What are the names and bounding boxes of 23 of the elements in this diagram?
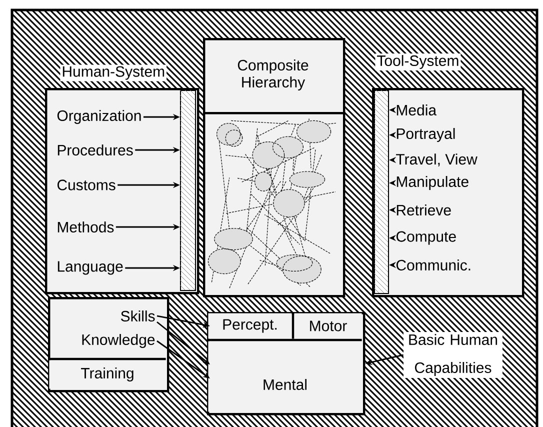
item-label: Knowledge (82, 334, 155, 348)
text-box: Composite Hierarchy (203, 38, 346, 114)
item-label: Compute (396, 231, 456, 245)
item-label: Methods (58, 221, 114, 232)
item-label: Procedures (58, 144, 133, 156)
item-label: Travel, View (396, 154, 478, 166)
item-label: Media (396, 104, 437, 116)
item-label: Skills (120, 310, 155, 322)
item-label: Manipulate (396, 176, 468, 190)
connector-strip (374, 90, 389, 294)
cell-text: Motor (292, 313, 362, 339)
item-label: Language (58, 261, 123, 275)
node-label: Human-System (62, 66, 164, 80)
cell-text: Percept. (208, 313, 292, 339)
cell-text: Training (49, 358, 166, 389)
connector-strip (180, 90, 196, 291)
item-label: Portrayal (396, 128, 455, 142)
item-label: Organization (57, 110, 141, 124)
item-label: Communic. (396, 259, 470, 270)
item-label: Retrieve (396, 204, 451, 216)
node-label: Tool-System (377, 55, 458, 69)
callout-label: Basic Human Capabilities (404, 332, 502, 378)
item-label: Customs (57, 180, 116, 190)
